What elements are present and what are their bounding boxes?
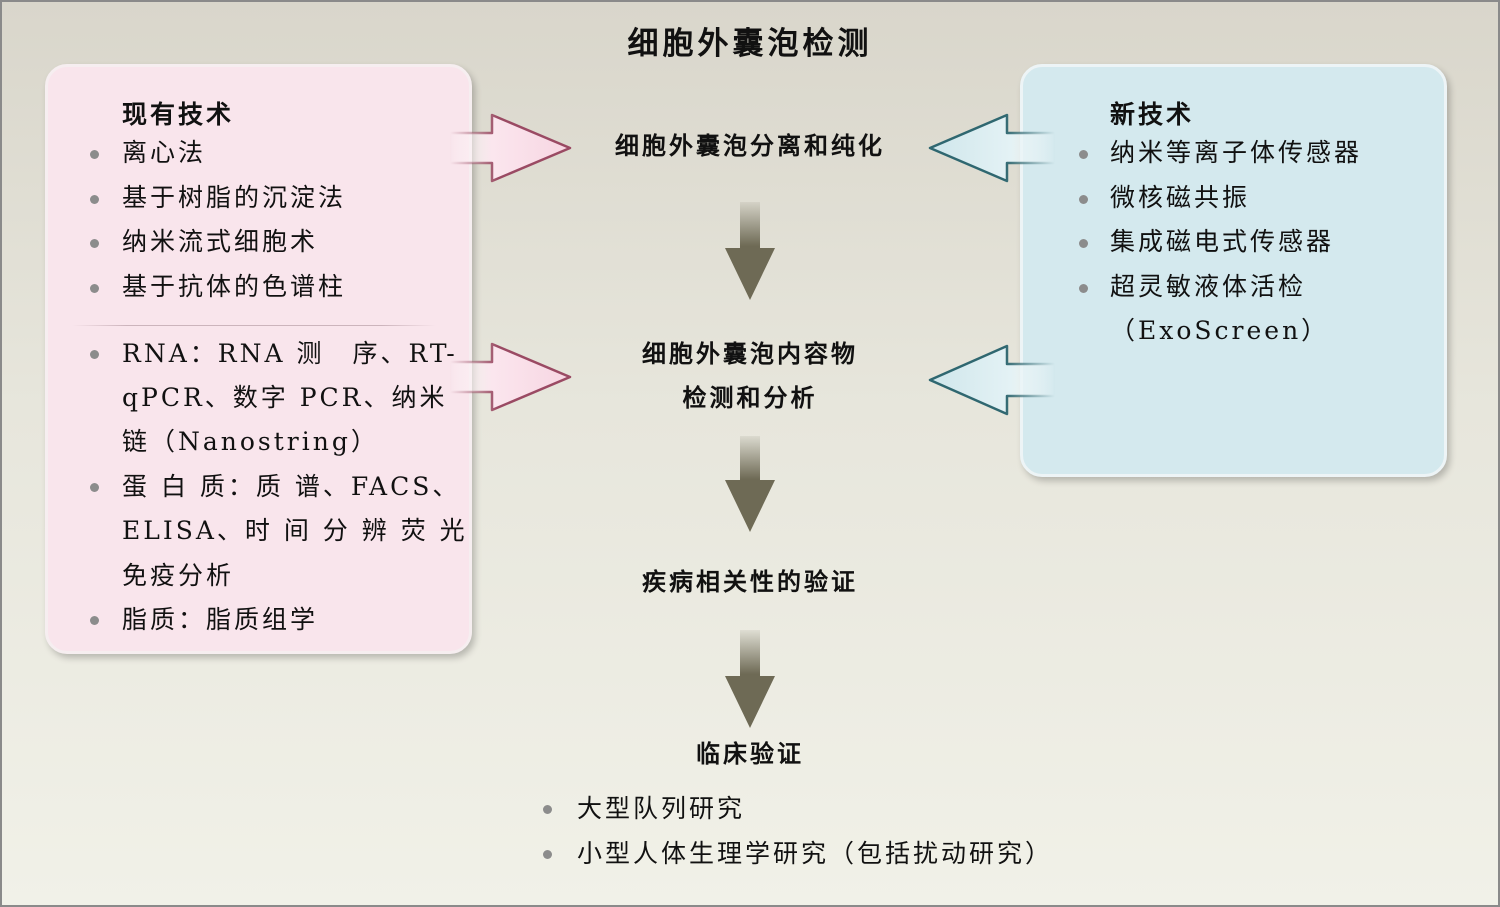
step-content-line-1: 细胞外囊泡内容物 (642, 339, 858, 368)
diagram-title: 细胞外囊泡检测 (627, 26, 873, 62)
right-arrow-icon (448, 113, 572, 183)
left-arrow-icon (928, 344, 1057, 416)
existing-tech-panel (45, 64, 472, 654)
new-tech-item-4-line-2: （ExoScreen） (1110, 316, 1330, 345)
analysis-rna-line-1: RNA：RNA 测 序、RT- (122, 339, 458, 368)
bullet-icon (1079, 195, 1088, 204)
bullet-icon (90, 483, 99, 492)
new-tech-item-1: 纳米等离子体传感器 (1110, 138, 1363, 167)
down-arrow-icon (725, 202, 775, 300)
bullet-icon (90, 284, 99, 293)
panel-divider (72, 325, 436, 326)
new-tech-item-2: 微核磁共振 (1110, 183, 1251, 212)
bullet-icon (90, 150, 99, 159)
bullet-icon (1079, 239, 1088, 248)
isolation-method-4: 基于抗体的色谱柱 (122, 272, 347, 301)
isolation-method-3: 纳米流式细胞术 (122, 227, 319, 256)
bullet-icon (90, 616, 99, 625)
clinical-item-2: 小型人体生理学研究（包括扰动研究） (577, 839, 1054, 868)
analysis-protein-line-2: ELISA、时 间 分 辨 荧 光 (122, 516, 468, 545)
left-arrow-icon (928, 113, 1057, 183)
down-arrow-icon (725, 436, 775, 532)
clinical-item-1: 大型队列研究 (577, 794, 746, 823)
bullet-icon (1079, 284, 1088, 293)
step-clinical-validation: 临床验证 (696, 739, 804, 768)
bullet-icon (90, 195, 99, 204)
analysis-lipid: 脂质：脂质组学 (122, 605, 319, 634)
bullet-icon (90, 350, 99, 359)
existing-tech-heading: 现有技术 (122, 100, 235, 129)
bullet-icon (543, 805, 552, 814)
step-disease-validation: 疾病相关性的验证 (642, 567, 858, 596)
analysis-rna-line-2: qPCR、数字 PCR、纳米 (122, 383, 448, 412)
bullet-icon (543, 850, 552, 859)
new-tech-heading: 新技术 (1110, 100, 1195, 129)
bullet-icon (90, 239, 99, 248)
step-isolation: 细胞外囊泡分离和纯化 (615, 131, 885, 160)
new-tech-panel (1020, 64, 1447, 477)
analysis-protein-line-3: 免疫分析 (122, 561, 235, 590)
analysis-rna-line-3: 链（Nanostring） (122, 427, 379, 456)
analysis-protein-line-1: 蛋 白 质：质 谱、FACS、 (122, 472, 461, 501)
step-content-line-2: 检测和分析 (682, 383, 818, 412)
new-tech-item-3: 集成磁电式传感器 (1110, 227, 1335, 256)
new-tech-item-4-line-1: 超灵敏液体活检 (1110, 272, 1307, 301)
isolation-method-2: 基于树脂的沉淀法 (122, 183, 347, 212)
down-arrow-icon (725, 630, 775, 728)
bullet-icon (1079, 150, 1088, 159)
right-arrow-icon (448, 342, 572, 412)
isolation-method-1: 离心法 (122, 138, 207, 167)
